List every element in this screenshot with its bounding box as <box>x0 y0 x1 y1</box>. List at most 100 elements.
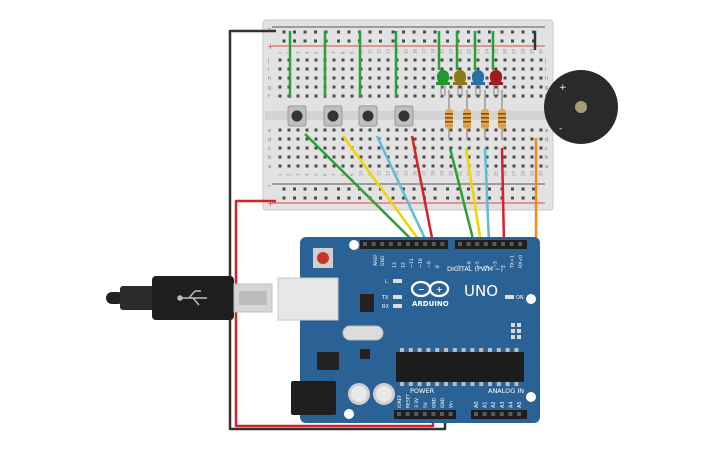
terminal-hole[interactable] <box>368 164 372 168</box>
terminal-hole[interactable] <box>341 128 345 132</box>
terminal-hole[interactable] <box>314 94 318 98</box>
terminal-hole[interactable] <box>368 85 372 89</box>
header-pin[interactable] <box>414 412 419 416</box>
rail-hole[interactable] <box>293 187 296 191</box>
terminal-hole[interactable] <box>404 164 408 168</box>
terminal-hole[interactable] <box>386 137 390 141</box>
terminal-hole[interactable] <box>458 164 462 168</box>
rail-hole[interactable] <box>423 39 426 43</box>
rail-hole[interactable] <box>467 30 470 34</box>
terminal-hole[interactable] <box>413 128 417 132</box>
terminal-hole[interactable] <box>512 164 516 168</box>
terminal-hole[interactable] <box>521 164 525 168</box>
rail-hole[interactable] <box>412 196 416 200</box>
terminal-hole[interactable] <box>332 67 336 71</box>
terminal-hole[interactable] <box>350 67 354 71</box>
rail-hole[interactable] <box>446 39 449 43</box>
rail-hole[interactable] <box>532 187 535 191</box>
terminal-hole[interactable] <box>305 94 309 98</box>
rail-hole[interactable] <box>488 187 491 191</box>
terminal-hole[interactable] <box>377 128 381 132</box>
terminal-hole[interactable] <box>422 94 426 98</box>
rail-hole[interactable] <box>477 196 481 200</box>
terminal-hole[interactable] <box>278 76 282 80</box>
terminal-hole[interactable] <box>521 67 525 71</box>
terminal-hole[interactable] <box>431 164 435 168</box>
terminal-hole[interactable] <box>341 76 345 80</box>
terminal-hole[interactable] <box>404 155 408 159</box>
terminal-hole[interactable] <box>458 146 462 150</box>
terminal-hole[interactable] <box>422 67 426 71</box>
rail-hole[interactable] <box>337 196 340 200</box>
usb-cable[interactable] <box>106 276 273 320</box>
terminal-hole[interactable] <box>296 137 300 141</box>
terminal-hole[interactable] <box>287 164 291 168</box>
terminal-hole[interactable] <box>314 76 318 80</box>
terminal-hole[interactable] <box>449 164 453 168</box>
terminal-hole[interactable] <box>431 67 435 71</box>
terminal-hole[interactable] <box>503 137 507 141</box>
terminal-hole[interactable] <box>476 164 480 168</box>
terminal-hole[interactable] <box>341 155 345 159</box>
terminal-hole[interactable] <box>467 155 471 159</box>
terminal-hole[interactable] <box>287 137 291 141</box>
terminal-hole[interactable] <box>503 76 507 80</box>
header-pin[interactable] <box>509 242 514 246</box>
rail-hole[interactable] <box>402 39 405 43</box>
terminal-hole[interactable] <box>467 137 471 141</box>
terminal-hole[interactable] <box>377 164 381 168</box>
terminal-hole[interactable] <box>422 58 426 62</box>
terminal-hole[interactable] <box>476 94 480 98</box>
terminal-hole[interactable] <box>530 94 534 98</box>
terminal-hole[interactable] <box>494 164 498 168</box>
terminal-hole[interactable] <box>413 137 417 141</box>
wire-red-button4-pin[interactable] <box>410 135 435 244</box>
terminal-hole[interactable] <box>404 67 408 71</box>
terminal-hole[interactable] <box>314 137 318 141</box>
terminal-hole[interactable] <box>503 94 507 98</box>
terminal-hole[interactable] <box>377 85 381 89</box>
terminal-hole[interactable] <box>341 67 345 71</box>
terminal-hole[interactable] <box>476 146 480 150</box>
pushbutton[interactable] <box>287 105 307 127</box>
terminal-hole[interactable] <box>323 164 327 168</box>
terminal-hole[interactable] <box>422 76 426 80</box>
terminal-hole[interactable] <box>422 155 426 159</box>
wire-yellow-button2-pin[interactable] <box>341 135 423 244</box>
terminal-hole[interactable] <box>404 137 408 141</box>
terminal-hole[interactable] <box>530 58 534 62</box>
terminal-hole[interactable] <box>377 155 381 159</box>
header-pin[interactable] <box>491 412 496 416</box>
terminal-hole[interactable] <box>305 164 309 168</box>
terminal-hole[interactable] <box>476 58 480 62</box>
header-pin[interactable] <box>517 412 521 416</box>
terminal-hole[interactable] <box>350 94 354 98</box>
terminal-hole[interactable] <box>314 155 318 159</box>
terminal-hole[interactable] <box>296 164 300 168</box>
terminal-hole[interactable] <box>494 58 498 62</box>
rail-hole[interactable] <box>337 187 340 191</box>
terminal-hole[interactable] <box>314 146 318 150</box>
terminal-hole[interactable] <box>449 85 453 89</box>
terminal-hole[interactable] <box>431 58 435 62</box>
terminal-hole[interactable] <box>440 58 444 62</box>
rail-hole[interactable] <box>347 196 351 200</box>
terminal-hole[interactable] <box>485 146 489 150</box>
terminal-hole[interactable] <box>422 85 426 89</box>
terminal-hole[interactable] <box>296 85 300 89</box>
terminal-hole[interactable] <box>377 58 381 62</box>
rail-hole[interactable] <box>511 196 514 200</box>
terminal-hole[interactable] <box>467 128 471 132</box>
terminal-hole[interactable] <box>449 76 453 80</box>
terminal-hole[interactable] <box>539 94 543 98</box>
wire-green-button1-pin[interactable] <box>304 133 416 244</box>
terminal-hole[interactable] <box>539 146 543 150</box>
terminal-hole[interactable] <box>350 137 354 141</box>
led-blue[interactable] <box>471 70 485 96</box>
rail-hole[interactable] <box>477 187 481 191</box>
rail-hole[interactable] <box>293 196 296 200</box>
terminal-hole[interactable] <box>530 155 534 159</box>
terminal-hole[interactable] <box>467 67 471 71</box>
led-yellow[interactable] <box>453 70 467 96</box>
terminal-hole[interactable] <box>485 155 489 159</box>
